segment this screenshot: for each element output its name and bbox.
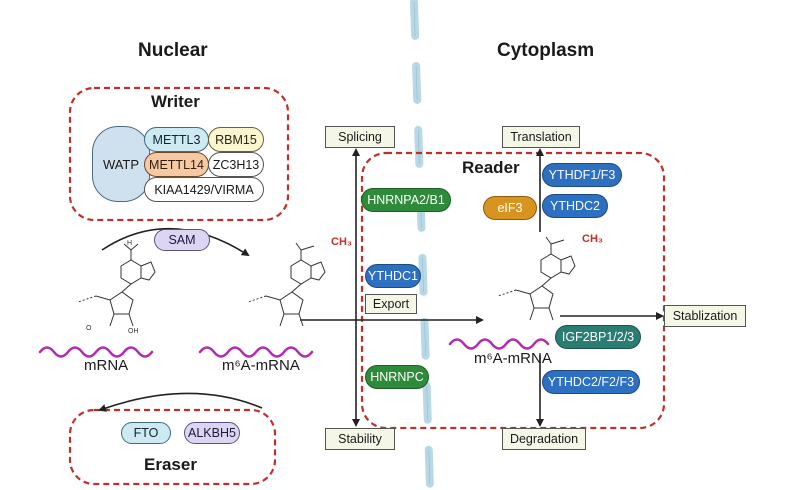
- ythdf1-f3-node: YTHDF1/F3: [542, 163, 622, 187]
- alkbh5-node: ALKBH5: [184, 422, 240, 444]
- m6a-structure-icon: [247, 242, 326, 327]
- cytoplasm-m6a-mrna-wave-icon: [448, 338, 550, 350]
- reader-label: Reader: [462, 158, 520, 177]
- adenosine-structure-icon: [77, 243, 156, 327]
- svg-text:H: H: [127, 240, 132, 247]
- cytoplasm-heading: Cytoplasm: [497, 40, 595, 61]
- translation-box: Translation: [502, 126, 580, 148]
- writer-region: [68, 86, 290, 222]
- eif3-node: eIF3: [483, 196, 537, 220]
- hnrnpa2b1-node: HNRNPA2/B1: [361, 188, 451, 212]
- mettl3-node: METTL3: [144, 127, 209, 152]
- kiaa1429-virma-node: KIAA1429/VIRMA: [144, 177, 264, 202]
- mettl14-node: METTL14: [144, 152, 209, 177]
- methylation-arrow: [101, 227, 250, 257]
- writer-label: Writer: [151, 92, 200, 111]
- export-box: Export: [365, 294, 417, 314]
- degradation-box: Degradation: [502, 428, 586, 450]
- eraser-region: [68, 408, 277, 486]
- ythdc2-f2-f3-node: YTHDC2/F2/F3: [542, 370, 640, 394]
- ythdc2-node: YTHDC2: [542, 194, 608, 218]
- stability-box: Stability: [325, 428, 395, 450]
- watp-node: WATP: [92, 126, 150, 202]
- hnrnpc-node: HNRNPC: [365, 365, 429, 389]
- cytoplasm-m6a-structure-icon: [497, 236, 576, 321]
- mrna-wave-icon: [38, 346, 154, 358]
- igf2bp1-2-3-node: IGF2BP1/2/3: [555, 325, 641, 349]
- svg-text:OH: OH: [128, 328, 139, 335]
- rbm15-node: RBM15: [208, 127, 264, 152]
- m6a-mrna-wave-icon: [198, 346, 314, 358]
- cytoplasm-m6a-mrna-label: m⁶A-mRNA: [474, 350, 552, 367]
- cytoplasm-methyl-group-label: CH₃: [582, 233, 603, 245]
- nuclear-heading: Nuclear: [138, 40, 208, 61]
- sam-node: SAM: [154, 229, 210, 251]
- ythdc1-node: YTHDC1: [365, 264, 421, 288]
- cell-membrane-outline: [413, 1, 431, 489]
- eraser-label: Eraser: [144, 455, 197, 474]
- methyl-group-label: CH₃: [331, 236, 352, 248]
- stabilization-box: Stablization: [664, 305, 746, 327]
- mrna-label: mRNA: [84, 357, 129, 374]
- zc3h13-node: ZC3H13: [208, 152, 264, 177]
- fto-node: FTO: [121, 422, 171, 444]
- svg-text:O: O: [86, 325, 92, 332]
- m6a-mrna-label: m⁶A-mRNA: [222, 357, 300, 374]
- splicing-box: Splicing: [325, 126, 395, 148]
- demethylation-arrow: [98, 392, 263, 412]
